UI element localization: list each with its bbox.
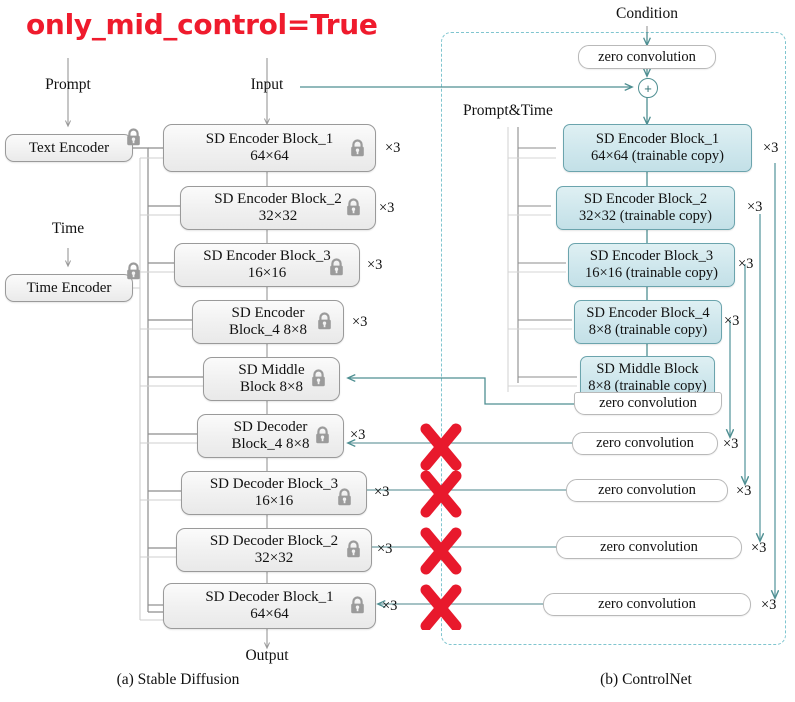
block-resolution: Block_4 8×8	[231, 436, 310, 452]
block-title: SD Encoder Block_3	[203, 247, 331, 264]
lock-icon	[351, 596, 364, 614]
block-resolution: Block_4 8×8	[228, 322, 308, 338]
zero-conv-label: zero convolution	[598, 48, 696, 65]
block-resolution: Block 8×8	[239, 379, 304, 395]
label-prompt: Prompt	[45, 76, 91, 93]
zero-conv-label: zero convolution	[598, 482, 696, 498]
repeat-badge: ×3	[382, 598, 398, 614]
block-title: SD Decoder	[233, 418, 308, 435]
zero-convolution-row-4[interactable]: zero convolution	[543, 593, 751, 616]
block-title: SD Middle	[238, 361, 305, 378]
label-output: Output	[245, 647, 289, 664]
repeat-badge: ×3	[379, 200, 395, 216]
repeat-badge: ×3	[724, 313, 740, 329]
block-title: SD Encoder Block_2	[583, 191, 708, 208]
page-title: only_mid_control=True	[26, 8, 378, 41]
sd-encoder-block-3[interactable]: SD Encoder Block_3 16×16	[174, 243, 360, 287]
block-resolution: 64×64 (trainable copy)	[591, 148, 724, 164]
block-resolution: 32×32	[254, 550, 294, 566]
controlnet-dashed-region	[441, 32, 786, 645]
sd-decoder-block-1[interactable]: SD Decoder Block_1 64×64	[163, 583, 376, 629]
zero-convolution-row-3[interactable]: zero convolution	[556, 536, 742, 559]
cn-encoder-block-4[interactable]: SD Encoder Block_4 8×8 (trainable copy)	[574, 300, 722, 344]
block-title: SD Encoder Block_1	[595, 131, 720, 148]
label-input: Input	[250, 76, 284, 93]
cn-encoder-block-1[interactable]: SD Encoder Block_1 64×64 (trainable copy…	[563, 124, 752, 172]
disabled-connection-marks	[420, 423, 462, 630]
lock-icon	[127, 262, 140, 280]
block-resolution: 16×16	[247, 265, 287, 281]
block-resolution: 32×32	[258, 208, 298, 224]
zero-convolution-row-1[interactable]: zero convolution	[572, 432, 718, 455]
repeat-badge: ×3	[367, 257, 383, 273]
lock-icon	[347, 198, 360, 216]
text-encoder-label: Text Encoder	[28, 139, 110, 156]
block-resolution: 64×64	[250, 606, 289, 622]
zero-convolution-input[interactable]: zero convolution	[578, 45, 716, 69]
repeat-badge: ×3	[761, 597, 777, 613]
sd-decoder-block-2[interactable]: SD Decoder Block_2 32×32	[176, 528, 372, 572]
repeat-badge: ×3	[723, 436, 739, 452]
repeat-badge: ×3	[377, 541, 393, 557]
repeat-badge: ×3	[747, 199, 763, 215]
lock-icon	[347, 540, 360, 558]
repeat-badge: ×3	[738, 256, 754, 272]
repeat-badge: ×3	[374, 484, 390, 500]
time-encoder-label: Time Encoder	[26, 279, 112, 296]
repeat-badge: ×3	[352, 314, 368, 330]
caption-stable-diffusion: (a) Stable Diffusion	[116, 671, 240, 688]
repeat-badge: ×3	[385, 140, 401, 156]
lock-icon	[127, 128, 140, 146]
repeat-badge: ×3	[350, 427, 366, 443]
block-resolution: 8×8 (trainable copy)	[588, 378, 707, 394]
cn-encoder-block-3[interactable]: SD Encoder Block_3 16×16 (trainable copy…	[568, 243, 735, 287]
time-encoder-block[interactable]: Time Encoder	[5, 274, 133, 302]
caption-controlnet: (b) ControlNet	[600, 671, 692, 688]
lock-icon	[318, 312, 331, 330]
zero-conv-label: zero convolution	[596, 435, 694, 451]
block-title: SD Encoder Block_3	[589, 248, 714, 265]
zero-conv-label: zero convolution	[599, 395, 697, 411]
block-resolution: 16×16 (trainable copy)	[585, 265, 718, 281]
repeat-badge: ×3	[736, 483, 752, 499]
block-title: SD Encoder Block_1	[205, 130, 334, 147]
repeat-badge: ×3	[763, 140, 779, 156]
text-encoder-block[interactable]: Text Encoder	[5, 134, 133, 162]
block-resolution: 8×8 (trainable copy)	[588, 322, 708, 338]
zero-conv-label: zero convolution	[598, 596, 696, 612]
lock-icon	[330, 258, 343, 276]
label-condition: Condition	[615, 5, 678, 22]
lock-icon	[316, 426, 329, 444]
sd-decoder-block-3[interactable]: SD Decoder Block_3 16×16	[181, 471, 367, 515]
lock-icon	[351, 139, 364, 157]
block-title: SD Encoder	[231, 304, 305, 321]
block-resolution: 64×64	[250, 148, 289, 164]
zero-conv-label: zero convolution	[600, 539, 698, 555]
sd-encoder-block-1[interactable]: SD Encoder Block_1 64×64	[163, 124, 376, 172]
block-title: SD Encoder Block_2	[214, 190, 342, 207]
addition-node: +	[638, 78, 658, 98]
lock-icon	[312, 369, 325, 387]
block-title: SD Middle Block	[596, 361, 699, 378]
sd-encoder-block-2[interactable]: SD Encoder Block_2 32×32	[180, 186, 376, 230]
lock-icon	[338, 488, 351, 506]
zero-convolution-mid[interactable]: zero convolution	[574, 392, 722, 415]
block-title: SD Decoder Block_1	[205, 588, 334, 605]
block-title: SD Decoder Block_3	[209, 475, 339, 492]
block-title: SD Decoder Block_2	[209, 532, 339, 549]
repeat-badge: ×3	[751, 540, 767, 556]
block-resolution: 32×32 (trainable copy)	[579, 208, 712, 224]
cn-encoder-block-2[interactable]: SD Encoder Block_2 32×32 (trainable copy…	[556, 186, 735, 230]
zero-convolution-row-2[interactable]: zero convolution	[566, 479, 728, 502]
label-time: Time	[51, 220, 85, 237]
label-prompt-and-time: Prompt&Time	[463, 102, 553, 119]
block-resolution: 16×16	[254, 493, 294, 509]
block-title: SD Encoder Block_4	[586, 305, 710, 322]
